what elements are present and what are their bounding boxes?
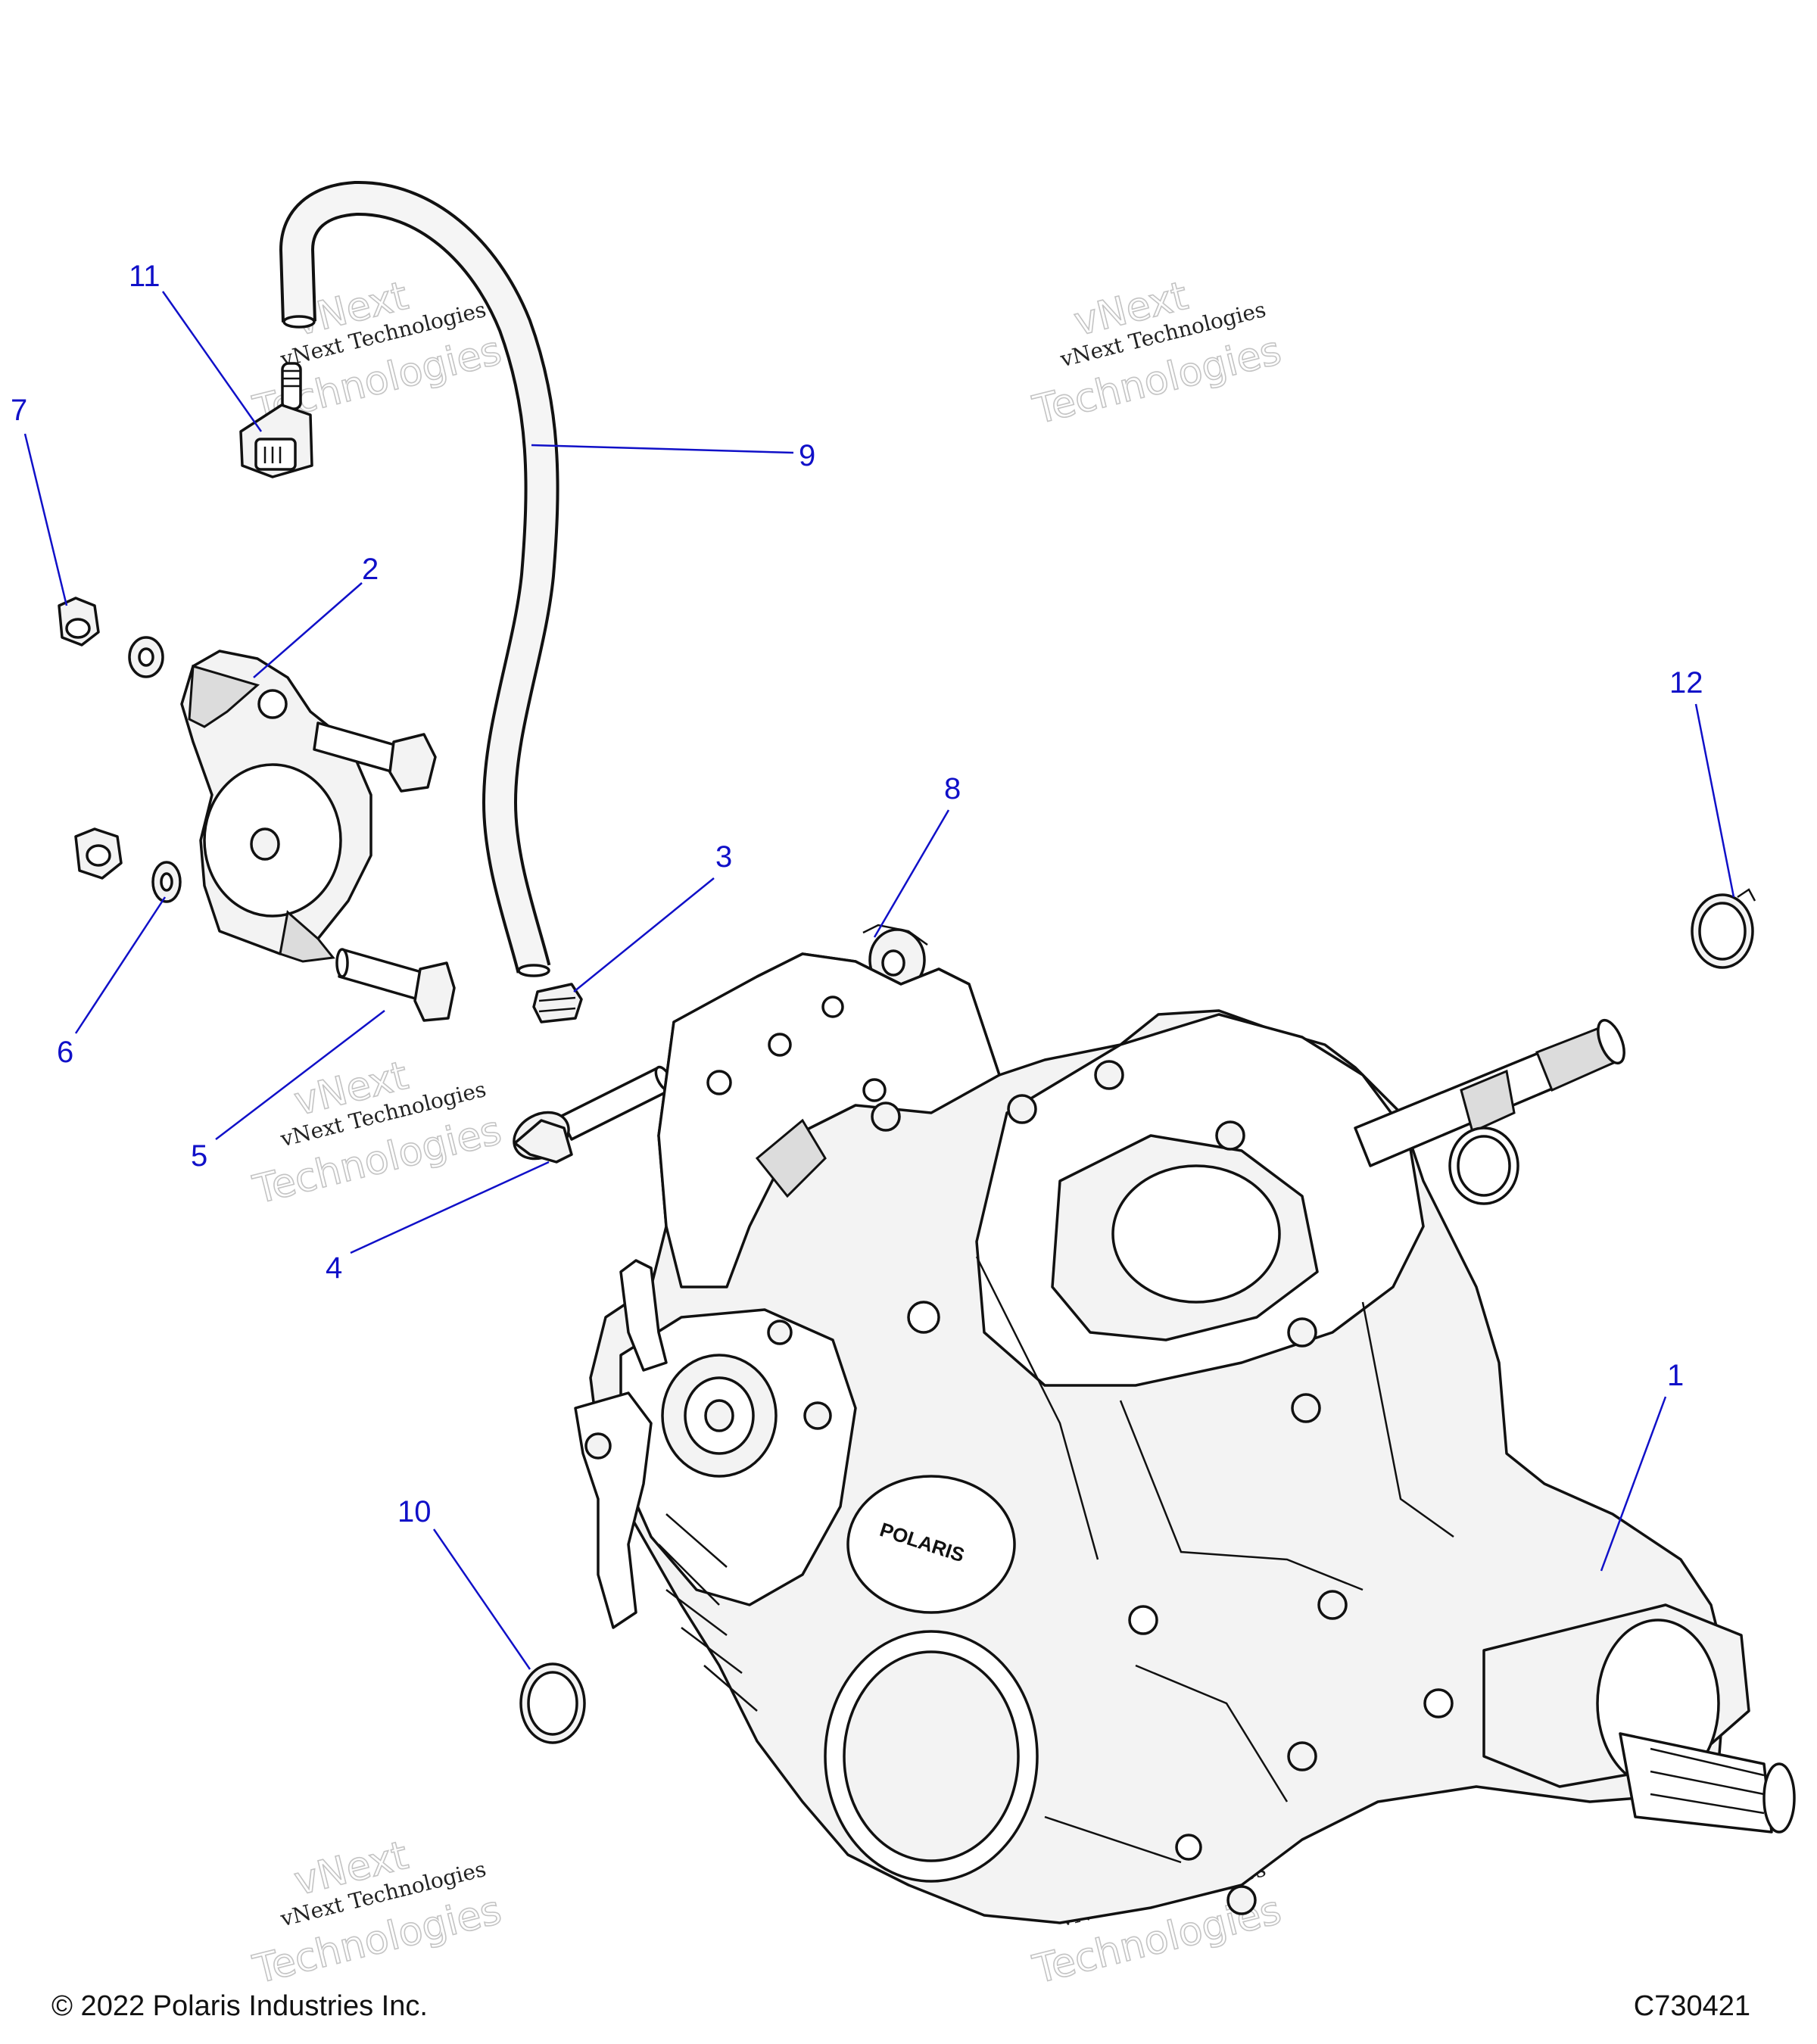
callout-4: 4 <box>326 1251 342 1285</box>
part-3-clamp <box>532 983 583 1024</box>
part-12-snap-ring <box>1691 888 1756 969</box>
nut <box>74 827 123 880</box>
callout-12: 12 <box>1669 666 1703 700</box>
callout-8: 8 <box>944 772 961 805</box>
hose-end <box>517 964 550 977</box>
part-11-vent-fitting <box>239 362 313 478</box>
leader-line <box>873 809 950 938</box>
callout-9: 9 <box>799 439 815 472</box>
part-1-transmission: POLARIS <box>574 952 1796 1924</box>
callout-11: 11 <box>129 260 161 293</box>
leader-line <box>253 582 363 678</box>
figure-id: C730421 <box>1633 1990 1750 2022</box>
callout-6: 6 <box>57 1036 73 1069</box>
callout-3: 3 <box>715 840 732 874</box>
casing-bolts <box>767 1060 1454 1915</box>
callout-10: 10 <box>397 1495 432 1528</box>
callout-2: 2 <box>362 553 379 586</box>
part-9-vent-hose <box>279 180 559 977</box>
hose-end <box>282 315 316 329</box>
leader-line <box>74 896 167 1034</box>
bolt <box>313 721 437 793</box>
leader-line <box>432 1528 531 1670</box>
callout-5: 5 <box>191 1139 207 1173</box>
callout-1: 1 <box>1667 1359 1684 1392</box>
part-4-bolt <box>513 1065 674 1164</box>
watermark: vNext vNext Technologies Technologies <box>1028 273 1286 434</box>
leader-lines <box>23 291 1735 1670</box>
leader-line <box>531 444 794 454</box>
leader-line <box>23 433 68 606</box>
washer <box>128 636 164 678</box>
part-10-o-ring <box>519 1662 586 1744</box>
watermark: vNext vNext Technologies Technologies <box>248 1052 506 1214</box>
callout-7: 7 <box>11 394 27 427</box>
leader-line <box>350 1161 550 1254</box>
watermark: vNext vNext Technologies Technologies <box>248 273 506 434</box>
leader-line <box>161 291 263 432</box>
leader-line <box>1694 703 1735 898</box>
leader-line <box>215 1010 385 1140</box>
leader-line <box>573 877 715 992</box>
part-2-housing <box>180 650 372 963</box>
part-5-bolt <box>335 948 456 1022</box>
callout-numbers: 1 2 3 4 5 6 7 8 9 10 11 12 <box>11 260 1703 1528</box>
part-7-nut <box>58 597 100 647</box>
copyright-text: © 2022 Polaris Industries Inc. <box>51 1990 428 2022</box>
part-6-washer <box>151 861 182 903</box>
leader-line <box>1600 1396 1667 1572</box>
watermark: vNext vNext Technologies Technologies <box>248 1832 506 1993</box>
